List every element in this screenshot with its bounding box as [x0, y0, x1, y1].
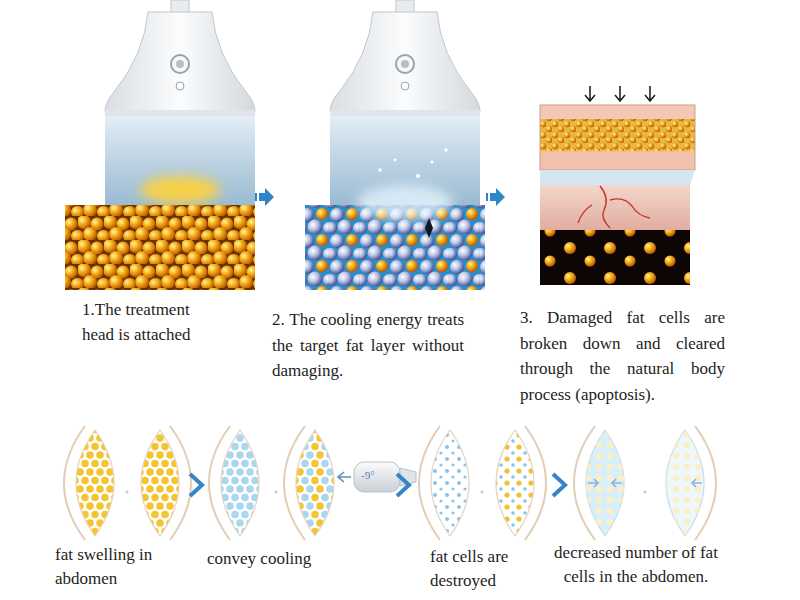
stage-chevron	[397, 474, 409, 496]
step-caption: 2. The cooling energy treats the target …	[272, 307, 464, 384]
step-caption: 3. Damaged fat cells are broken down and…	[520, 305, 725, 407]
stage-chevron	[190, 474, 202, 496]
separator-dot	[481, 491, 484, 494]
step-arrow	[259, 188, 274, 206]
cooled-cluster	[221, 430, 259, 536]
destroyed-cluster	[431, 430, 469, 536]
blood-vessels	[578, 186, 650, 228]
zoom-fat-cells	[540, 230, 690, 285]
cooling-glow	[357, 185, 453, 221]
skin-layer	[540, 105, 695, 119]
reduced-cluster	[586, 430, 624, 536]
separator-dot	[275, 491, 278, 494]
reduced-area	[586, 430, 624, 536]
cooling-arrow	[338, 472, 351, 482]
separator-dot	[126, 491, 129, 494]
stage-label: decreased number of fat cells in the abd…	[540, 541, 732, 589]
step-arrow	[486, 193, 488, 201]
pressure-arrows	[585, 86, 655, 101]
step-arrow	[255, 193, 257, 201]
stage-chevron	[553, 474, 565, 496]
stage-label: fat swelling in abdomen	[55, 543, 180, 591]
tissue-outline	[540, 105, 695, 170]
fat-layer	[540, 119, 695, 151]
sparkle	[444, 148, 448, 152]
fat-cluster	[141, 430, 179, 536]
muscle-layer	[540, 151, 695, 170]
sparkle	[416, 174, 420, 178]
zoom-skin	[540, 185, 690, 230]
sparkle	[394, 159, 397, 162]
stage-label: convey cooling	[207, 547, 357, 571]
stage-label: fat cells are destroyed	[430, 545, 535, 593]
sparkle	[431, 161, 434, 164]
sparkle	[378, 168, 382, 172]
sparkle	[425, 218, 433, 238]
shrink-arrows	[692, 479, 702, 487]
probe-icon	[354, 462, 400, 492]
zoom-funnel	[540, 170, 695, 185]
separator-dot	[644, 491, 647, 494]
step-arrow	[490, 188, 505, 206]
reduced-cluster	[666, 430, 704, 536]
fat-cluster	[76, 430, 114, 536]
cooled-cluster	[296, 430, 334, 536]
shrink-arrows	[588, 479, 622, 487]
temperature-label: -9°	[361, 469, 395, 481]
reduced-area	[666, 430, 704, 536]
treatment-head	[105, 0, 255, 205]
treatment-head	[330, 0, 480, 205]
fat-tissue	[65, 205, 255, 290]
step-caption: 1.The treatment head is attached	[82, 298, 222, 347]
warm-glow	[140, 176, 220, 204]
destroyed-cluster	[496, 430, 534, 536]
